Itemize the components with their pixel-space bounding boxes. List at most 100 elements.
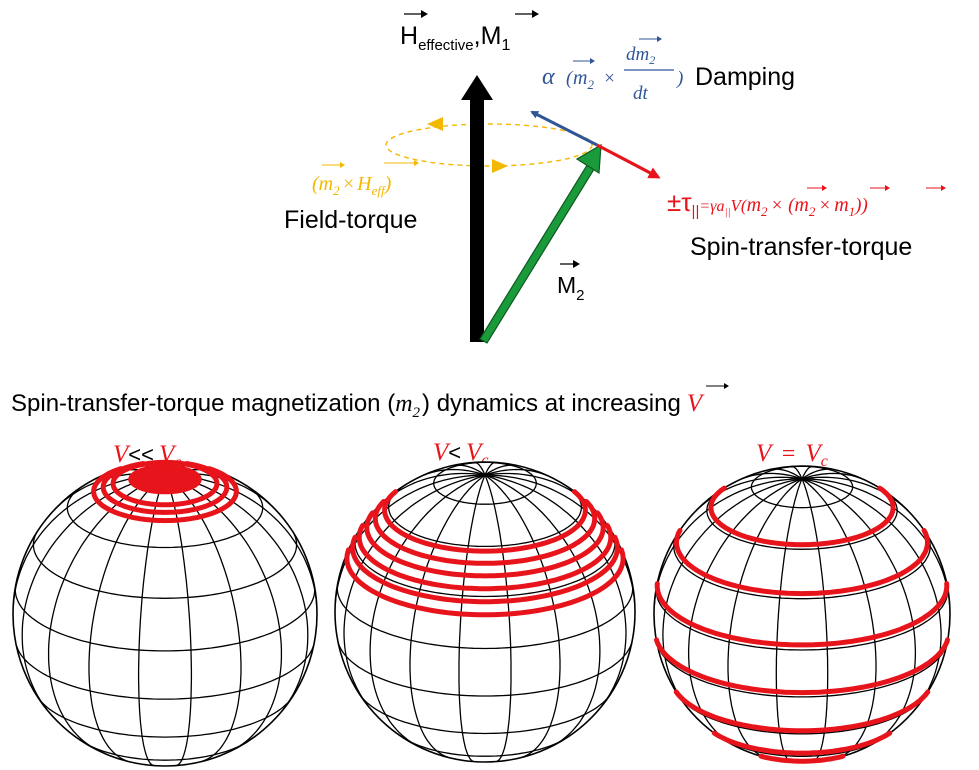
sphere-3-relation: = [780, 441, 796, 467]
label-comma: , [474, 22, 481, 50]
longitude-line [801, 478, 829, 763]
trajectory-orbit [708, 485, 896, 548]
field-torque-close-paren: ) [384, 173, 392, 195]
sphere-3-vc-sub: c [821, 453, 828, 470]
trajectory-orbit [654, 637, 950, 696]
longitude-line [164, 474, 193, 767]
stt-pm-tau: ±τ [667, 187, 692, 217]
damping-m-sub: 2 [587, 77, 594, 92]
svg-text:m2: m2 [573, 67, 594, 92]
sphere-1-v: V [113, 441, 131, 468]
longitude-line [12, 474, 166, 605]
stt-m2-b-sub: 2 [809, 204, 816, 219]
stt-label: Spin-transfer-torque [690, 233, 912, 261]
caption-post: ) dynamics at increasing [422, 390, 681, 417]
latitude-line [32, 533, 298, 599]
longitude-line [653, 478, 802, 605]
latitude-line [85, 743, 245, 761]
field-torque-h-sub: eff [372, 183, 387, 198]
trajectory-cap [128, 464, 202, 495]
stt-formula: ±τ||=γa||V(m2× (m2×m1)) [667, 185, 946, 220]
longitude-line [484, 474, 601, 745]
precession-orbit [385, 123, 593, 167]
damping-denominator: dt [633, 83, 649, 104]
heff-m1-label: Heffective,M1 [400, 10, 539, 54]
stt-gamma-a: =γa [699, 198, 724, 215]
orbit-arrowhead-right [492, 159, 508, 173]
trajectory-orbit [673, 527, 930, 597]
stt-m1-sub: 1 [849, 204, 856, 219]
stt-arrow [596, 143, 661, 179]
stt-v-open: V( [731, 196, 748, 215]
damping-label: Damping [695, 63, 795, 91]
trajectory-orbit [654, 581, 950, 648]
trajectory-orbit [382, 489, 588, 554]
stt-m2-a: m [747, 194, 761, 216]
damping-arrow [530, 110, 598, 147]
damping-formula: α ( m2 × dm2 dt ) [542, 36, 683, 104]
caption: Spin-transfer-torque magnetization (m2) … [11, 383, 729, 421]
longitude-line [741, 472, 803, 480]
damping-m: m [573, 67, 587, 89]
field-torque-m: m [319, 173, 333, 195]
latitude-line [406, 739, 564, 757]
trajectory-orbit [344, 547, 626, 618]
longitude-line [792, 465, 803, 480]
damping-numerator-sub: 2 [649, 53, 655, 67]
latitude-line [337, 642, 633, 697]
longitude-line [801, 476, 909, 512]
heff-subscript: effective [418, 37, 474, 54]
sphere-3-v: V [756, 440, 774, 467]
sphere-title-2: V<Vc [433, 439, 489, 469]
stt-a-sub: || [724, 206, 730, 218]
sphere-outline [653, 465, 951, 763]
caption-m-sub: 2 [413, 405, 421, 421]
longitude-line [801, 478, 877, 758]
heff-symbol: H [400, 22, 418, 50]
heff-m1-arrow [461, 75, 493, 342]
stt-times-a: × ( [771, 195, 797, 216]
longitude-line [164, 474, 318, 605]
sphere-title-3: V=Vc [756, 440, 828, 470]
svg-text:Heffective,M1: Heffective,M1 [400, 22, 510, 54]
svg-text:(m2×Heff): (m2×Heff) [312, 173, 392, 198]
stt-times-b: × [818, 195, 831, 216]
longitude-line [423, 468, 486, 476]
sphere-2-relation: < [448, 440, 461, 465]
latitude-line [656, 644, 948, 698]
trajectory-orbit [364, 510, 606, 579]
m2-subscript: 2 [576, 287, 584, 304]
m2-arrow [479, 143, 602, 344]
damping-open-paren: ( [566, 68, 574, 89]
stt-m1: m [834, 194, 848, 216]
m2-symbol: M [557, 272, 576, 298]
sphere-2-v: V [433, 439, 451, 466]
svg-text:Spin-transfer-torque magnetiza: Spin-transfer-torque magnetization (m2) … [11, 390, 705, 421]
sphere-3-vc: V [805, 440, 823, 467]
field-torque-formula: (m2×Heff) [312, 160, 419, 198]
longitude-line [801, 478, 942, 708]
caption-v: V [687, 390, 705, 417]
longitude-line [137, 474, 166, 767]
longitude-line [484, 468, 547, 476]
stt-tau-sub: || [692, 203, 700, 220]
svg-text:±τ||=γa||V(m2× (m2×m1)): ±τ||=γa||V(m2× (m2×m1)) [667, 187, 868, 220]
caption-pre: Spin-transfer-torque magnetization ( [11, 390, 395, 417]
field-torque-times: × [342, 173, 356, 195]
longitude-line [484, 474, 561, 758]
sphere-v-equal-vc [653, 465, 951, 764]
latitude-line [15, 645, 315, 700]
latitude-line [39, 699, 291, 738]
trajectory-orbit [673, 689, 931, 734]
trajectory-orbit [350, 534, 620, 605]
longitude-line [458, 474, 486, 763]
longitude-line [801, 465, 812, 480]
trajectory-orbit [758, 753, 846, 764]
m1-subscript: 1 [501, 37, 510, 54]
stt-m2-b: m [794, 194, 808, 216]
damping-close-paren: ) [676, 68, 683, 89]
latitude-line [361, 696, 609, 735]
caption-m: m [395, 391, 412, 417]
stt-close: )) [854, 195, 868, 216]
